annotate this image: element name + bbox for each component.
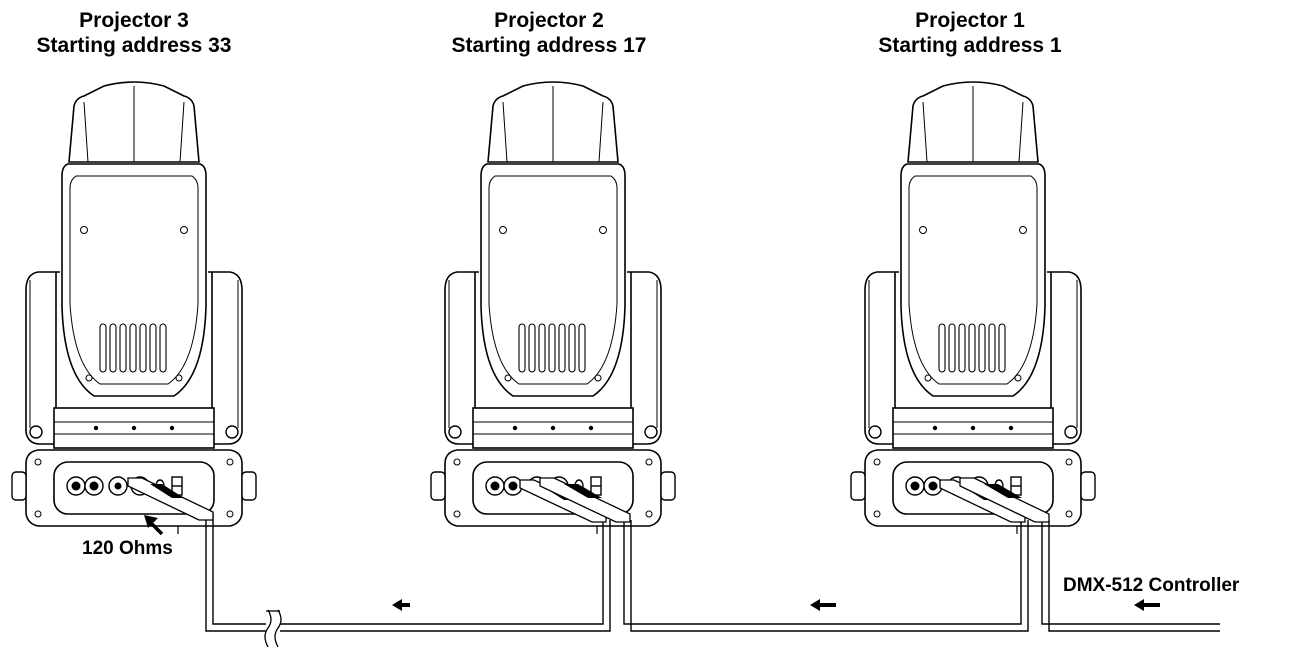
projector-1-plug-in — [959, 477, 1050, 523]
cable-break-symbol — [264, 609, 282, 647]
projector-1-fixture — [850, 81, 1096, 535]
controller-label: DMX-512 Controller — [1063, 575, 1240, 596]
signal-arrow-1 — [392, 599, 410, 611]
signal-arrow-3 — [1134, 599, 1160, 611]
signal-arrow-2 — [810, 599, 836, 611]
projector-3-fixture — [11, 81, 257, 535]
projector-2-fixture — [430, 81, 676, 535]
projector-2-name: Projector 2 — [494, 9, 604, 32]
terminator-arrow — [144, 515, 164, 536]
projector-3-title: Projector 3 Starting address 33 — [0, 8, 274, 58]
projector-3-name: Projector 3 — [79, 9, 189, 32]
terminator-label: 120 Ohms — [82, 538, 173, 559]
projector-1-address: Starting address 1 — [878, 34, 1062, 57]
projector-1-title: Projector 1 Starting address 1 — [830, 8, 1110, 58]
projector-1-name: Projector 1 — [915, 9, 1025, 32]
dmx-cable — [205, 514, 1220, 632]
projector-2-plug-in — [539, 477, 631, 523]
projector-2-address: Starting address 17 — [451, 34, 647, 57]
projector-2-title: Projector 2 Starting address 17 — [409, 8, 689, 58]
projector-3-address: Starting address 33 — [36, 34, 232, 57]
terminator-plug — [127, 477, 214, 521]
